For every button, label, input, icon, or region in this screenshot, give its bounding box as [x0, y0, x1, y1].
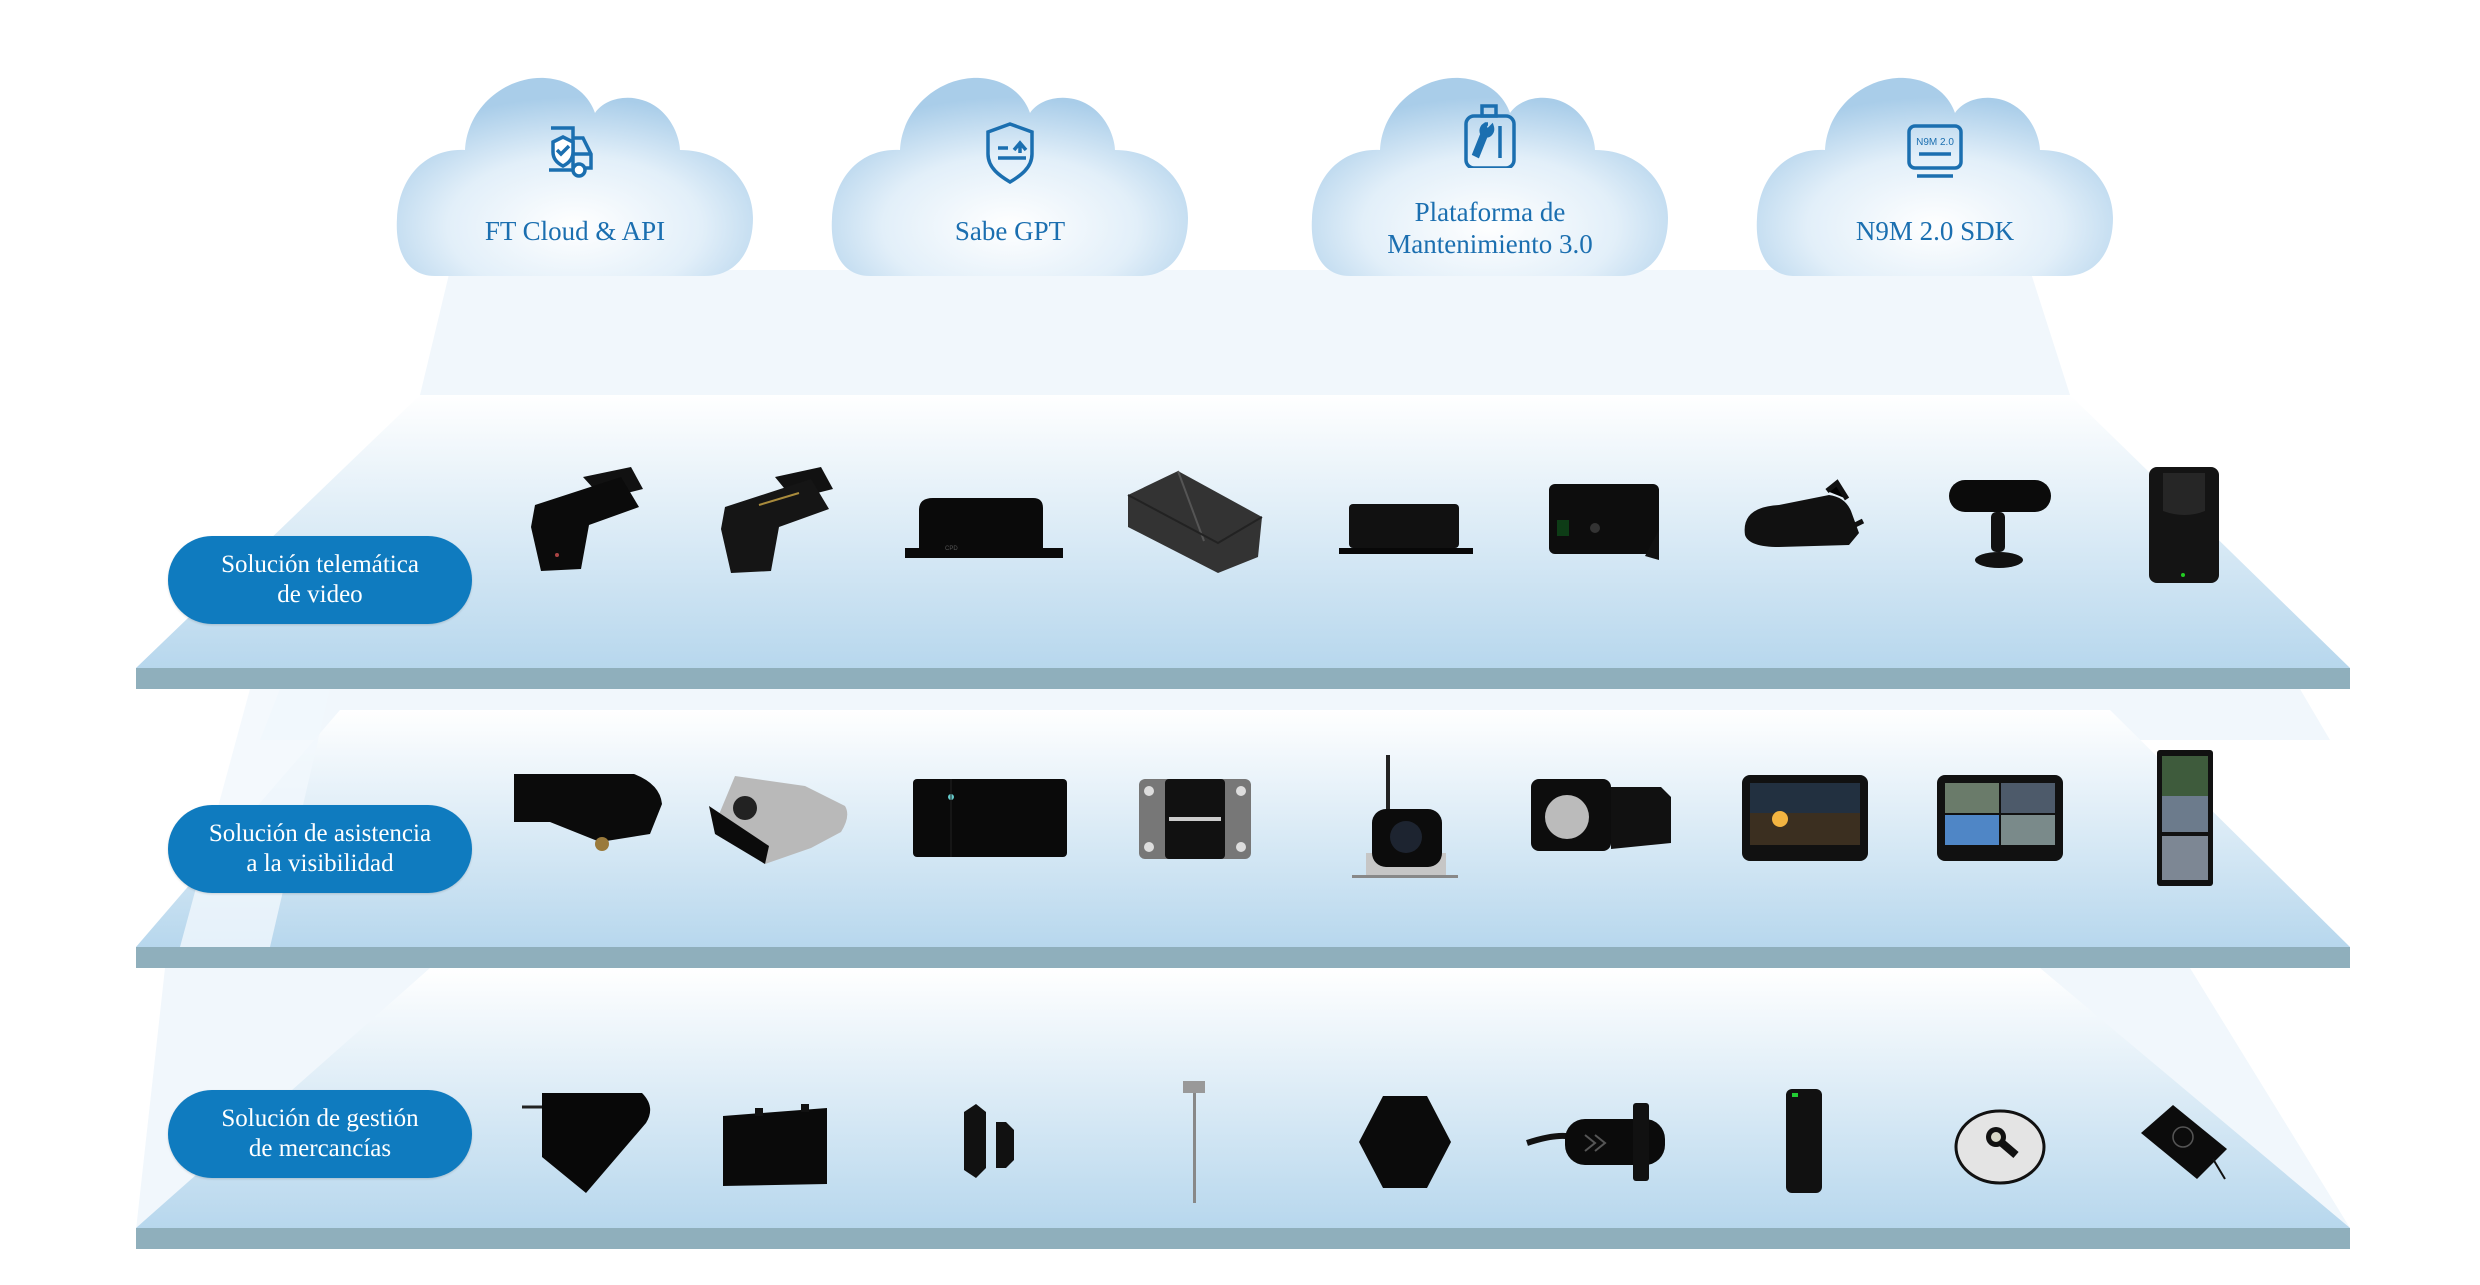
tier-label-line: Solución de asistencia: [208, 820, 432, 847]
cloud-title-line: Mantenimiento 3.0: [1387, 229, 1593, 259]
svg-text:N9M 2.0: N9M 2.0: [1916, 137, 1954, 148]
monitor-sdk-icon: N9M 2.0: [1903, 120, 1967, 184]
cloud-sabe-gpt: Sabe GPT: [830, 68, 1190, 278]
hex-tracker-icon[interactable]: [1355, 1092, 1455, 1192]
tier-label-line: de video: [277, 581, 363, 608]
cloud-shape: [831, 77, 1188, 276]
cloud-shape: [1311, 77, 1668, 276]
shelf-3-edge: [136, 1228, 2350, 1249]
cloud-title-line: N9M 2.0 SDK: [1855, 216, 2015, 246]
truck-shield-icon: [543, 120, 607, 184]
cloud-title-line: Sabe GPT: [954, 216, 1066, 246]
fuel-probe-icon[interactable]: [1175, 1077, 1215, 1207]
body-camera-icon[interactable]: [2145, 465, 2225, 585]
tier-label-1[interactable]: Solución telemática de video: [168, 536, 472, 624]
wireless-camera-icon[interactable]: [1350, 753, 1460, 883]
dashcam-dual-icon[interactable]: [715, 465, 845, 585]
cloud-title: N9M 2.0 SDK: [1755, 215, 2115, 247]
svg-text:CPD: CPD: [945, 546, 958, 552]
door-sensor-icon[interactable]: [950, 1102, 1030, 1182]
dashcam-ai-icon[interactable]: [525, 465, 655, 585]
cloud-title-line: Plataforma de: [1414, 197, 1566, 227]
hd-mdvr-icon[interactable]: [1535, 470, 1675, 580]
cloud-title-line: FT Cloud & API: [484, 216, 666, 246]
cloud-title: Sabe GPT: [830, 215, 1190, 247]
handheld-reader-icon[interactable]: [1780, 1087, 1830, 1197]
tier-label-line: de mercancías: [248, 1135, 392, 1162]
beam-top: [420, 270, 2070, 395]
tier-label-2[interactable]: Solución de asistencia a la visibilidad: [168, 805, 472, 893]
radar-module-icon[interactable]: [905, 773, 1075, 863]
tier-label-line: Solución de gestión: [221, 1105, 419, 1132]
cargo-box-icon[interactable]: [715, 1092, 845, 1192]
monitor-single-icon[interactable]: [1740, 773, 1870, 863]
silver-side-camera-icon[interactable]: [705, 768, 855, 868]
monitor-quad-icon[interactable]: [1935, 773, 2065, 863]
shield-upload-icon: [978, 120, 1042, 184]
shelf-1-edge: [136, 668, 2350, 689]
cloud-shape: [396, 77, 753, 276]
tier-label-line: a la visibilidad: [246, 850, 394, 877]
driver-monitor-camera-icon[interactable]: [1945, 470, 2055, 580]
carbon-dvr-icon[interactable]: [1120, 465, 1270, 585]
cloud-ft-cloud-api: FT Cloud & API: [395, 68, 755, 278]
shelf-2-edge: [136, 947, 2350, 968]
temperature-sensor-icon[interactable]: [1525, 1097, 1685, 1187]
bsd-camera-icon[interactable]: [1525, 773, 1685, 863]
mini-dvr-icon[interactable]: [1335, 480, 1475, 570]
mirror-display-icon[interactable]: [2155, 748, 2215, 888]
ibutton-reader-icon[interactable]: [1950, 1097, 2050, 1187]
load-sensor-icon[interactable]: [520, 1087, 660, 1197]
side-camera-icon[interactable]: [510, 768, 670, 868]
backup-camera-icon[interactable]: [1135, 773, 1255, 863]
tier-label-3[interactable]: Solución de gestión de mercancías: [168, 1090, 472, 1178]
maintenance-tool-icon: [1458, 104, 1522, 168]
cloud-title: FT Cloud & API: [395, 215, 755, 247]
tier-label-line: Solución telemática: [221, 551, 419, 578]
rfid-reader-icon[interactable]: [2135, 1097, 2235, 1187]
dsm-camera-icon[interactable]: [1735, 475, 1875, 575]
mobile-dvr-box-icon[interactable]: CPD: [905, 470, 1075, 580]
